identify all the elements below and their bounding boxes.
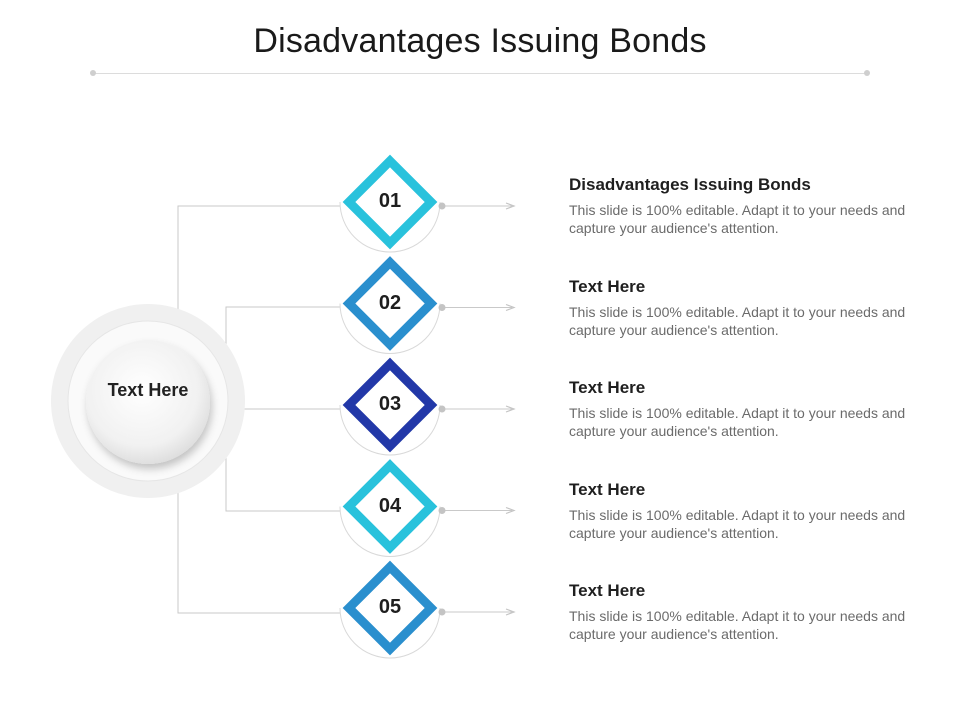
step-arc — [339, 303, 441, 354]
step-arc — [339, 506, 441, 557]
step-title-05: Text Here — [569, 581, 646, 600]
hub-label: Text Here — [107, 380, 189, 400]
step-arrow-head — [505, 405, 516, 413]
step-number-04: 04 — [378, 494, 402, 517]
connector-02 — [225, 306, 340, 350]
step-arrow-dot — [438, 304, 446, 311]
hub-node — [51, 304, 245, 498]
connector-01 — [177, 205, 340, 312]
step-node-05 — [339, 560, 516, 659]
step-arrow-dot — [438, 507, 446, 514]
step-node-03 — [339, 357, 516, 456]
page-title: Disadvantages Issuing Bonds — [253, 22, 707, 60]
step-arrow-head — [505, 202, 516, 210]
connector-04 — [225, 455, 340, 512]
step-desc-01: This slide is 100% editable. Adapt it to… — [569, 202, 906, 236]
step-number-02: 02 — [378, 291, 402, 314]
step-diamond — [342, 560, 438, 656]
step-arrow-head — [505, 506, 516, 515]
step-title-04: Text Here — [569, 479, 646, 499]
step-title-03: Text Here — [569, 378, 646, 397]
step-node-04 — [339, 459, 516, 557]
step-arc — [339, 201, 441, 253]
step-title-01: Disadvantages Issuing Bonds — [569, 175, 811, 194]
step-diamond — [342, 357, 438, 453]
step-desc-03: This slide is 100% editable. Adapt it to… — [569, 405, 906, 439]
step-arc — [339, 607, 441, 659]
step-desc-04: This slide is 100% editable. Adapt it to… — [569, 506, 906, 541]
step-number-01: 01 — [378, 190, 402, 212]
divider-dot-left — [90, 70, 96, 76]
step-number-03: 03 — [378, 393, 402, 415]
title-divider — [93, 73, 867, 74]
step-title-02: Text Here — [569, 276, 646, 296]
step-node-01 — [339, 154, 516, 253]
step-number-05: 05 — [378, 596, 402, 618]
step-arrow-head — [505, 303, 516, 312]
step-arrow-head — [505, 608, 516, 616]
step-arrow-dot — [438, 405, 446, 413]
divider-dot-right — [864, 70, 870, 76]
step-arc — [339, 404, 441, 456]
step-arrow-dot — [438, 202, 446, 210]
connector-05 — [177, 492, 340, 614]
step-diamond — [342, 256, 438, 351]
step-node-02 — [339, 256, 516, 354]
step-arrow-dot — [438, 608, 446, 616]
step-diamond — [342, 459, 438, 554]
step-diamond — [342, 154, 438, 250]
hub-connectors — [177, 205, 340, 614]
step-desc-05: This slide is 100% editable. Adapt it to… — [569, 608, 906, 642]
step-desc-02: This slide is 100% editable. Adapt it to… — [569, 303, 906, 338]
